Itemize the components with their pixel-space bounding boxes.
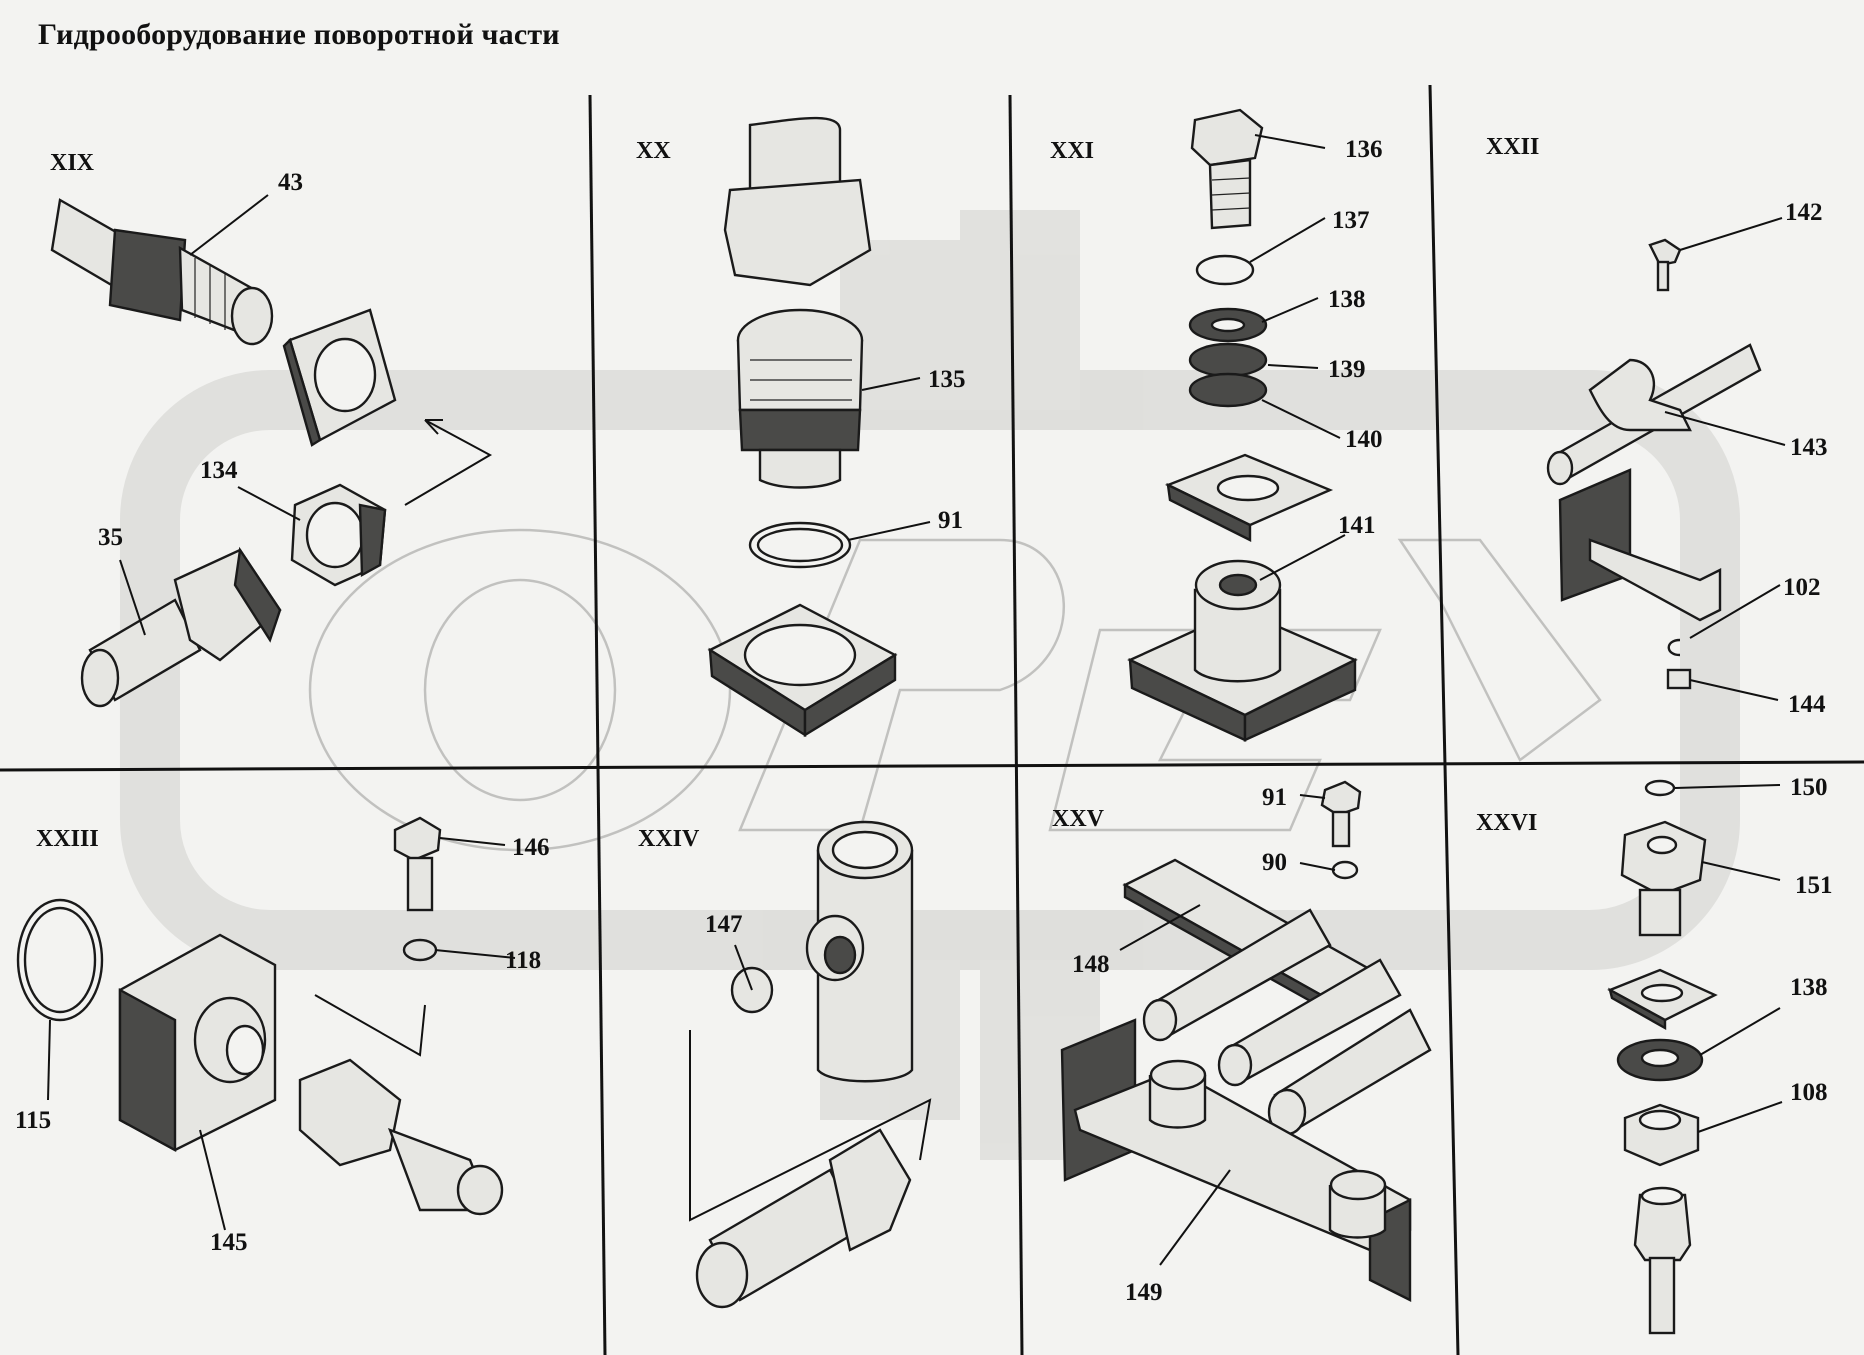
- part-bolt-142: [1648, 238, 1682, 292]
- part-bolt-91-xxv: [1320, 780, 1362, 848]
- section-label-xxiv: XXIV: [638, 826, 700, 852]
- callout-134: 134: [200, 457, 238, 484]
- part-pipes-xxv: [1142, 908, 1432, 1136]
- callout-118: 118: [505, 947, 541, 974]
- part-drawings: [16, 108, 1762, 1335]
- part-fitting-35: [80, 546, 282, 708]
- callout-148: 148: [1072, 951, 1110, 978]
- part-fitting-xxiv: [695, 1128, 912, 1309]
- callout-102: 102: [1783, 574, 1821, 601]
- callout-139: 139: [1328, 356, 1366, 383]
- callout-145: 145: [210, 1229, 248, 1256]
- callout-147: 147: [705, 911, 743, 938]
- part-fitting-43: [50, 198, 274, 346]
- part-square-plate-xix: [282, 308, 397, 447]
- callout-115: 115: [15, 1107, 51, 1134]
- callout-108: 108: [1790, 1079, 1828, 1106]
- callout-151: 151: [1795, 872, 1833, 899]
- part-washer-90: [1331, 860, 1359, 880]
- section-labels: XIX XX XXI XXII XXIII XXIV XXV XXVI: [36, 134, 1539, 852]
- part-washer-150: [1644, 779, 1676, 797]
- part-union-135: [736, 308, 864, 489]
- callout-138-xxi: 138: [1328, 286, 1366, 313]
- section-label-xxii: XXII: [1486, 134, 1539, 160]
- part-fitting-xxvi: [1633, 1186, 1692, 1335]
- part-washer-138-xxvi: [1616, 1038, 1704, 1082]
- callout-146: 146: [512, 834, 550, 861]
- part-o-ring-91: [748, 521, 852, 569]
- callout-135: 135: [928, 366, 966, 393]
- part-bracket-149: [1060, 1018, 1412, 1302]
- part-square-plate-xxvi: [1607, 968, 1718, 1031]
- part-nut-144: [1666, 668, 1692, 690]
- callout-140: 140: [1345, 426, 1383, 453]
- section-label-xxi: XXI: [1050, 138, 1094, 164]
- part-bolt-146: [393, 816, 442, 912]
- section-label-xix: XIX: [50, 150, 95, 176]
- part-lock-washer-137: [1195, 254, 1255, 286]
- section-label-xxvi: XXVI: [1476, 810, 1537, 836]
- part-ring-115: [16, 898, 104, 1022]
- part-square-nut-151: [1620, 820, 1707, 937]
- part-bracket-xxii: [1558, 468, 1722, 622]
- section-dividers: [0, 84, 1864, 1355]
- callout-149: 149: [1125, 1279, 1163, 1306]
- callout-142: 142: [1785, 199, 1823, 226]
- part-snap-ring-102: [1667, 638, 1681, 657]
- page-title: Гидрооборудование поворотной части: [38, 18, 560, 51]
- part-bolt-136: [1190, 108, 1264, 230]
- part-washers-138-140: [1188, 307, 1268, 408]
- section-label-xx: XX: [636, 138, 671, 164]
- part-fitting-xxiii: [298, 1058, 504, 1216]
- part-flange-145: [118, 933, 277, 1153]
- part-square-block-xx: [707, 603, 898, 738]
- part-boss-141: [1127, 559, 1358, 742]
- section-label-xxv: XXV: [1052, 806, 1105, 832]
- part-hex-nut-108: [1623, 1103, 1700, 1167]
- callout-138-xxvi: 138: [1790, 974, 1828, 1001]
- part-hex-nut-xx: [723, 116, 872, 287]
- leader-lines: [47, 134, 1786, 1266]
- callout-91-xxv: 91: [1262, 784, 1287, 811]
- callout-43: 43: [278, 169, 303, 196]
- watermark: [120, 210, 1740, 1160]
- callout-144: 144: [1788, 691, 1826, 718]
- part-pipe-xxiv: [816, 820, 914, 1083]
- callout-136: 136: [1345, 136, 1383, 163]
- part-nut-134: [290, 483, 387, 587]
- callout-137: 137: [1332, 207, 1370, 234]
- callout-35: 35: [98, 524, 123, 551]
- part-square-plate-xxi: [1165, 453, 1334, 542]
- callout-91-xx: 91: [938, 507, 963, 534]
- callout-141: 141: [1338, 512, 1376, 539]
- callout-150: 150: [1790, 774, 1828, 801]
- callout-90: 90: [1262, 849, 1287, 876]
- callout-143: 143: [1790, 434, 1828, 461]
- section-label-xxiii: XXIII: [36, 826, 99, 852]
- callout-numbers: 43 134 35 135 91 136 137 138 139 140 141…: [15, 136, 1833, 1306]
